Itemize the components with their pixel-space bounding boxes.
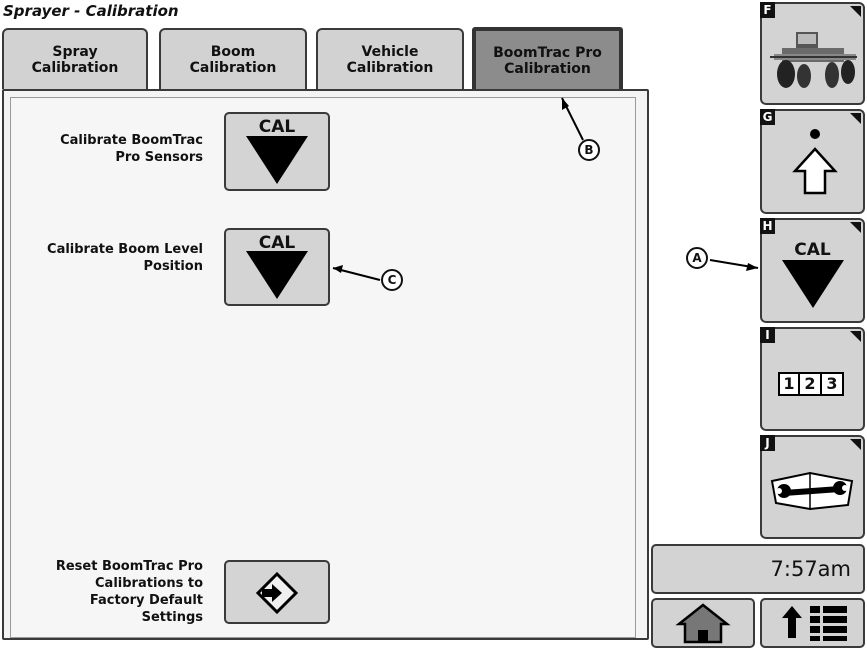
tab-vehicle-calibration[interactable]: Vehicle Calibration xyxy=(316,28,464,89)
corner-indicator xyxy=(850,439,861,450)
key-letter-g: G xyxy=(760,109,775,125)
softkey-h-cal[interactable]: H CAL xyxy=(760,218,865,323)
digit-box: 2 xyxy=(800,372,822,396)
cal-label: CAL xyxy=(258,117,296,137)
tab-boom-calibration[interactable]: Boom Calibration xyxy=(159,28,307,89)
digit-box: 3 xyxy=(822,372,844,396)
key-letter-f: F xyxy=(760,2,775,18)
callout-c: C xyxy=(381,269,403,291)
reset-calibrations-button[interactable] xyxy=(224,560,330,624)
up-arrow-dot-icon xyxy=(792,129,838,195)
softkey-f-sprayer[interactable]: F xyxy=(760,2,865,105)
calibrate-sensors-label: Calibrate BoomTrac Pro Sensors xyxy=(60,133,203,165)
numeric-keypad-icon: 1 2 3 xyxy=(778,372,844,396)
menu-button[interactable] xyxy=(760,598,865,648)
up-arrow-menu-icon xyxy=(782,606,847,641)
corner-indicator xyxy=(850,113,861,124)
cal-triangle-icon xyxy=(782,260,844,308)
wrench-book-icon xyxy=(770,471,854,511)
home-icon xyxy=(675,603,731,644)
key-letter-h: H xyxy=(760,218,775,234)
sprayer-vehicle-icon xyxy=(770,32,857,88)
softkey-j-service[interactable]: J xyxy=(760,435,865,539)
reset-calibrations-label: Reset BoomTrac Pro Calibrations to Facto… xyxy=(55,559,203,625)
cal-label: CAL xyxy=(258,233,296,253)
key-letter-j: J xyxy=(760,435,775,451)
calibrate-boom-level-button[interactable]: CAL xyxy=(224,228,330,306)
corner-indicator xyxy=(850,222,861,233)
key-letter-i: I xyxy=(760,327,775,343)
digit-box: 1 xyxy=(778,372,800,396)
calibrate-boom-level-label: Calibrate Boom Level Position xyxy=(47,242,203,274)
corner-indicator xyxy=(850,6,861,17)
cal-triangle-icon xyxy=(246,136,308,184)
clock-display: 7:57am xyxy=(651,544,865,594)
softkey-g-up-arrow[interactable]: G xyxy=(760,109,865,214)
cal-triangle-icon xyxy=(246,251,308,299)
tab-boomtrac-pro-calibration[interactable]: BoomTrac Pro Calibration xyxy=(472,27,623,95)
corner-indicator xyxy=(850,331,861,342)
calibrate-sensors-button[interactable]: CAL xyxy=(224,112,330,191)
enter-diamond-icon xyxy=(255,571,299,615)
cal-label: CAL xyxy=(794,240,831,260)
softkey-i-numeric[interactable]: I 1 2 3 xyxy=(760,327,865,431)
page-title: Sprayer - Calibration xyxy=(3,2,179,20)
callout-b: B xyxy=(578,139,600,161)
callout-a: A xyxy=(686,247,708,269)
home-button[interactable] xyxy=(651,598,755,648)
tab-spray-calibration[interactable]: Spray Calibration xyxy=(2,28,148,89)
